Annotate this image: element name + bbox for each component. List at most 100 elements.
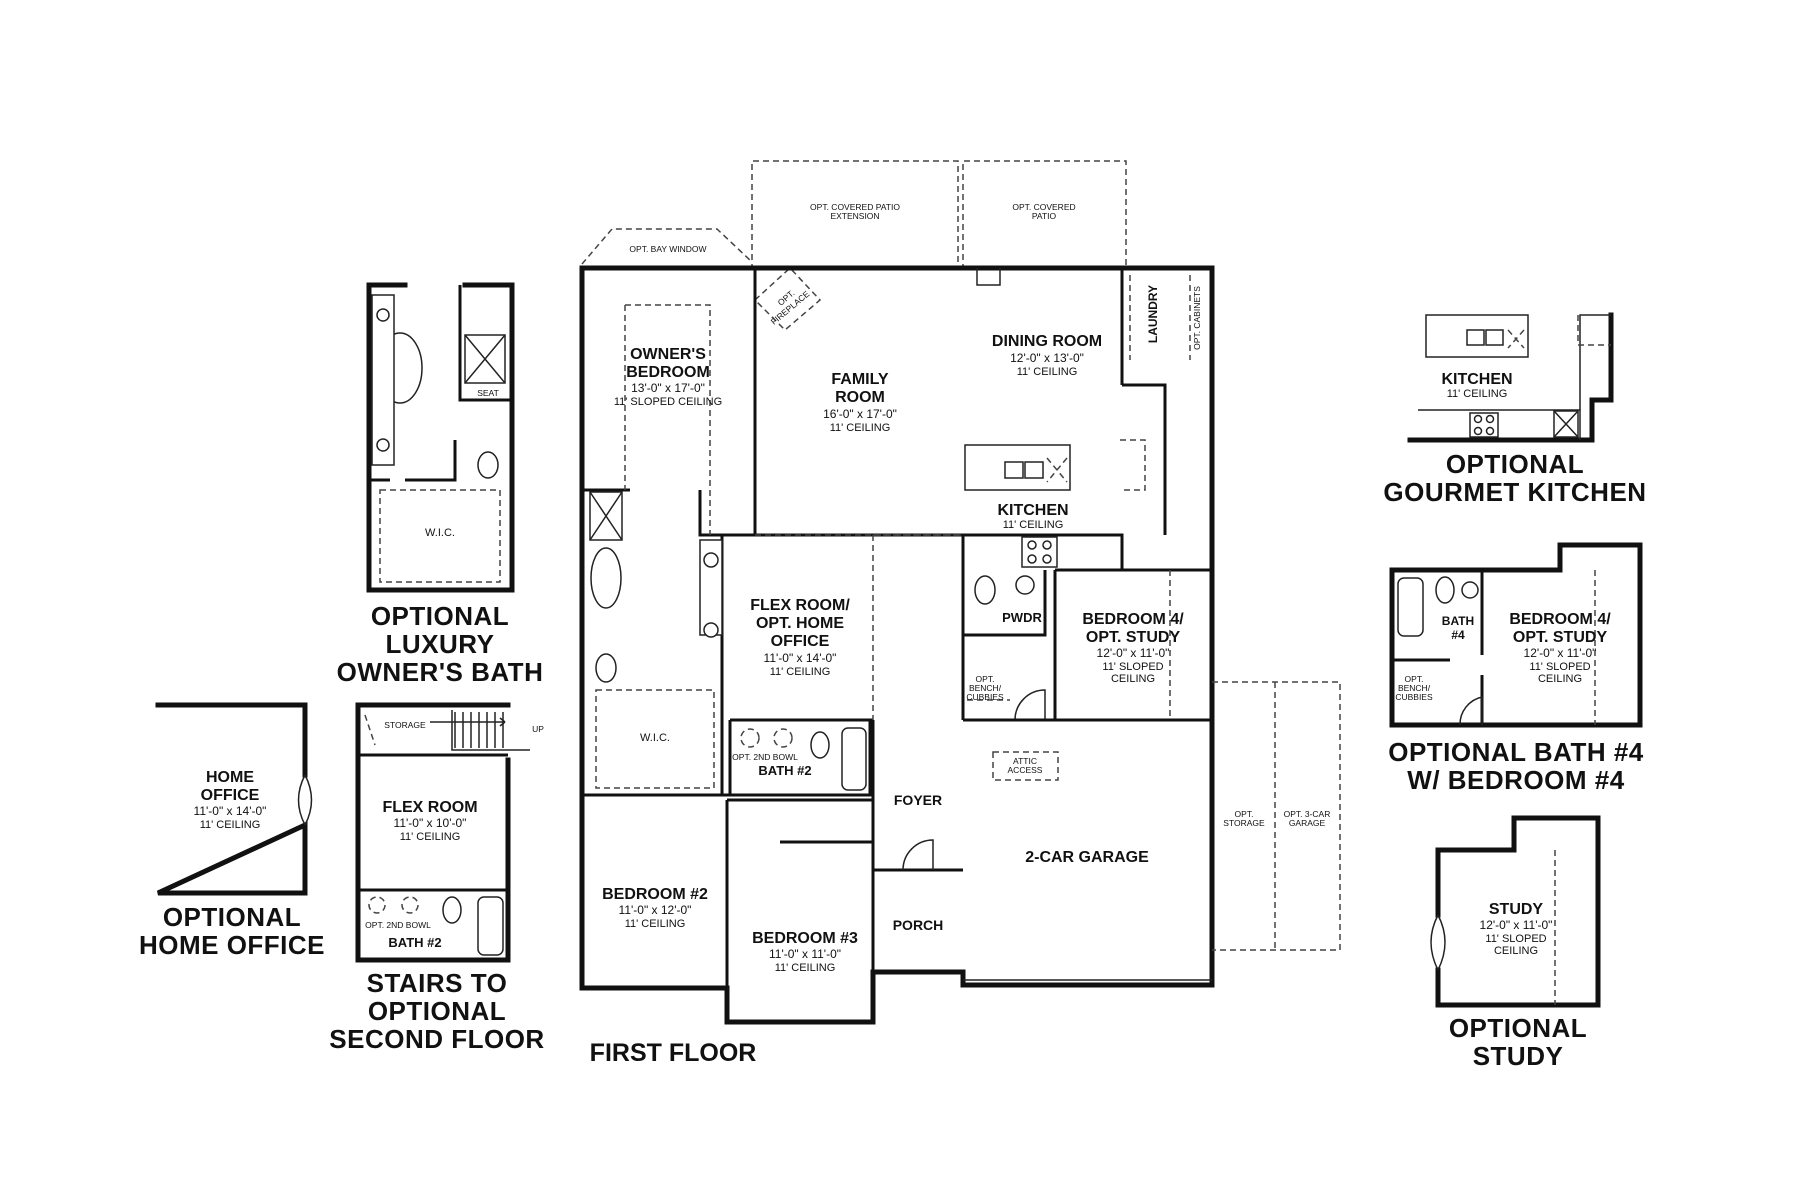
family-room-label-2: ROOM [835, 389, 885, 406]
patio-ext-label-1: OPT. COVERED PATIO [810, 202, 900, 212]
burner [1042, 554, 1052, 564]
flex-room-label: FLEX ROOM/ [750, 597, 850, 614]
opt-cabinets-label: OPT. CABINETS [1192, 286, 1202, 350]
patio-label-2: PATIO [1032, 211, 1057, 221]
gourmet-title-1: OPTIONAL [1446, 449, 1584, 479]
optional-study: STUDY 12'-0" x 11'-0" 11' SLOPED CEILING… [1430, 815, 1601, 1071]
sink [1004, 461, 1024, 479]
home-office-dim: 11'-0" x 14'-0" [194, 804, 267, 818]
tub [1397, 577, 1424, 637]
optional-luxury-owners-bath: SEAT W.I.C. OPTIONAL LUXURY OWNER'S BATH [337, 282, 543, 687]
kitchen-counter-wall [963, 533, 1124, 570]
lux-wic-label: W.I.C. [425, 527, 455, 539]
sink [376, 438, 390, 452]
attic-access-label-2: ACCESS [1008, 765, 1043, 775]
sink [703, 552, 719, 568]
family-room-label: FAMILY [831, 371, 889, 388]
opt-3-car-garage [1212, 681, 1341, 951]
stairs-plan-wall [355, 702, 511, 963]
burner [1485, 414, 1495, 424]
bath4-bench-label-3: CUBBIES [1395, 692, 1433, 702]
study-title-1: OPTIONAL [1449, 1013, 1587, 1043]
home-office-wall [155, 702, 308, 896]
opt-2nd-bowl [368, 896, 386, 914]
pwdr-wall [963, 570, 1047, 637]
flex-room-ceiling: 11' CEILING [770, 666, 831, 678]
patio-label-1: OPT. COVERED [1012, 202, 1075, 212]
cooktop [1021, 536, 1058, 568]
pantry-wall [1122, 383, 1167, 535]
opt-covered-patio [962, 160, 1127, 270]
owners-bedroom-label-2: BEDROOM [626, 364, 710, 381]
dishwasher [1046, 457, 1068, 483]
toilet [477, 451, 499, 479]
burner [1473, 414, 1483, 424]
bath4-plan-wall [1389, 542, 1643, 728]
lux-bath-wall [366, 282, 515, 593]
exterior-wall-west [579, 265, 876, 1025]
door [1014, 689, 1046, 721]
optional-home-office: HOME OFFICE 11'-0" x 14'-0" 11' CEILING … [139, 702, 325, 960]
stairs-flex-room-dim: 11'-0" x 10'-0" [394, 816, 467, 830]
bedroom-3-dim: 11'-0" x 11'-0" [769, 947, 841, 961]
wic-label: W.I.C. [640, 732, 670, 744]
attic-access [992, 751, 1059, 781]
luxury-bath-title-2: LUXURY [386, 629, 495, 659]
toilet [442, 896, 462, 924]
gourmet-kitchen-ceiling: 11' CEILING [1447, 388, 1508, 400]
door [1459, 696, 1483, 726]
pwdr-label: PWDR [1002, 610, 1042, 625]
dining-room-label: DINING ROOM [992, 333, 1102, 350]
bath4-bench-label-2: BENCH/ [1398, 683, 1431, 693]
home-office-title-1: OPTIONAL [163, 902, 301, 932]
bedroom-3-ceiling: 11' CEILING [775, 962, 836, 974]
opt-cabinets [1577, 315, 1611, 346]
up-label: UP [532, 724, 544, 734]
flex-room-label-2: OPT. HOME [756, 615, 844, 632]
bedroom-4-dim: 12'-0" x 11'-0" [1097, 646, 1170, 660]
sink [376, 308, 390, 322]
wall [698, 490, 963, 537]
owners-bedroom-ceiling: 11' SLOPED CEILING [614, 396, 722, 408]
flex-room-dim: 11'-0" x 14'-0" [764, 651, 837, 665]
patio-door [976, 268, 1001, 286]
wic-shelves [379, 489, 501, 583]
bedroom-2-ceiling: 11' CEILING [625, 918, 686, 930]
gourmet-title-2: GOURMET KITCHEN [1383, 477, 1646, 507]
bedroom-2-label: BEDROOM #2 [602, 886, 708, 903]
bath4-bedroom-ceiling-2: CEILING [1538, 673, 1582, 685]
refrigerator [1120, 439, 1146, 491]
sink [1466, 329, 1485, 346]
toilet [974, 575, 996, 605]
toilet [810, 731, 830, 759]
bath2-wall [728, 720, 872, 797]
kitchen-ceiling: 11' CEILING [1003, 519, 1064, 531]
burner [1473, 426, 1483, 436]
bath-2-label: BATH #2 [758, 763, 811, 778]
dishwasher [1507, 329, 1525, 349]
home-office-door [297, 774, 313, 826]
study-ceiling-2: CEILING [1494, 945, 1538, 957]
bath4-title-1: OPTIONAL BATH #4 [1388, 737, 1644, 767]
stairs-opt-2nd-bowl-label: OPT. 2ND BOWL [365, 920, 431, 930]
home-office-ceiling: 11' CEILING [200, 819, 261, 831]
bedroom-4-label: BEDROOM 4/ [1082, 611, 1184, 628]
tub [841, 727, 867, 791]
up-arrow [430, 717, 506, 727]
garage-label: 2-CAR GARAGE [1025, 849, 1149, 866]
patio-ext-label-2: EXTENSION [830, 211, 879, 221]
luxury-bath-title-1: OPTIONAL [371, 601, 509, 631]
home-office-label-2: OFFICE [201, 787, 260, 804]
front-door [902, 839, 934, 871]
toilet [1435, 576, 1455, 604]
shower-x [589, 491, 623, 541]
study-plan-wall [1435, 815, 1601, 1008]
refrigerator-x [1553, 410, 1579, 438]
gourmet-wall [1407, 312, 1614, 443]
opt-2nd-bowl [740, 728, 760, 748]
kitchen-label: KITCHEN [997, 502, 1068, 519]
family-room-ceiling: 11' CEILING [830, 422, 891, 434]
opt-covered-patio-extension [751, 160, 959, 270]
study-label: STUDY [1489, 901, 1544, 918]
stairs-flex-room-ceiling: 11' CEILING [400, 831, 461, 843]
